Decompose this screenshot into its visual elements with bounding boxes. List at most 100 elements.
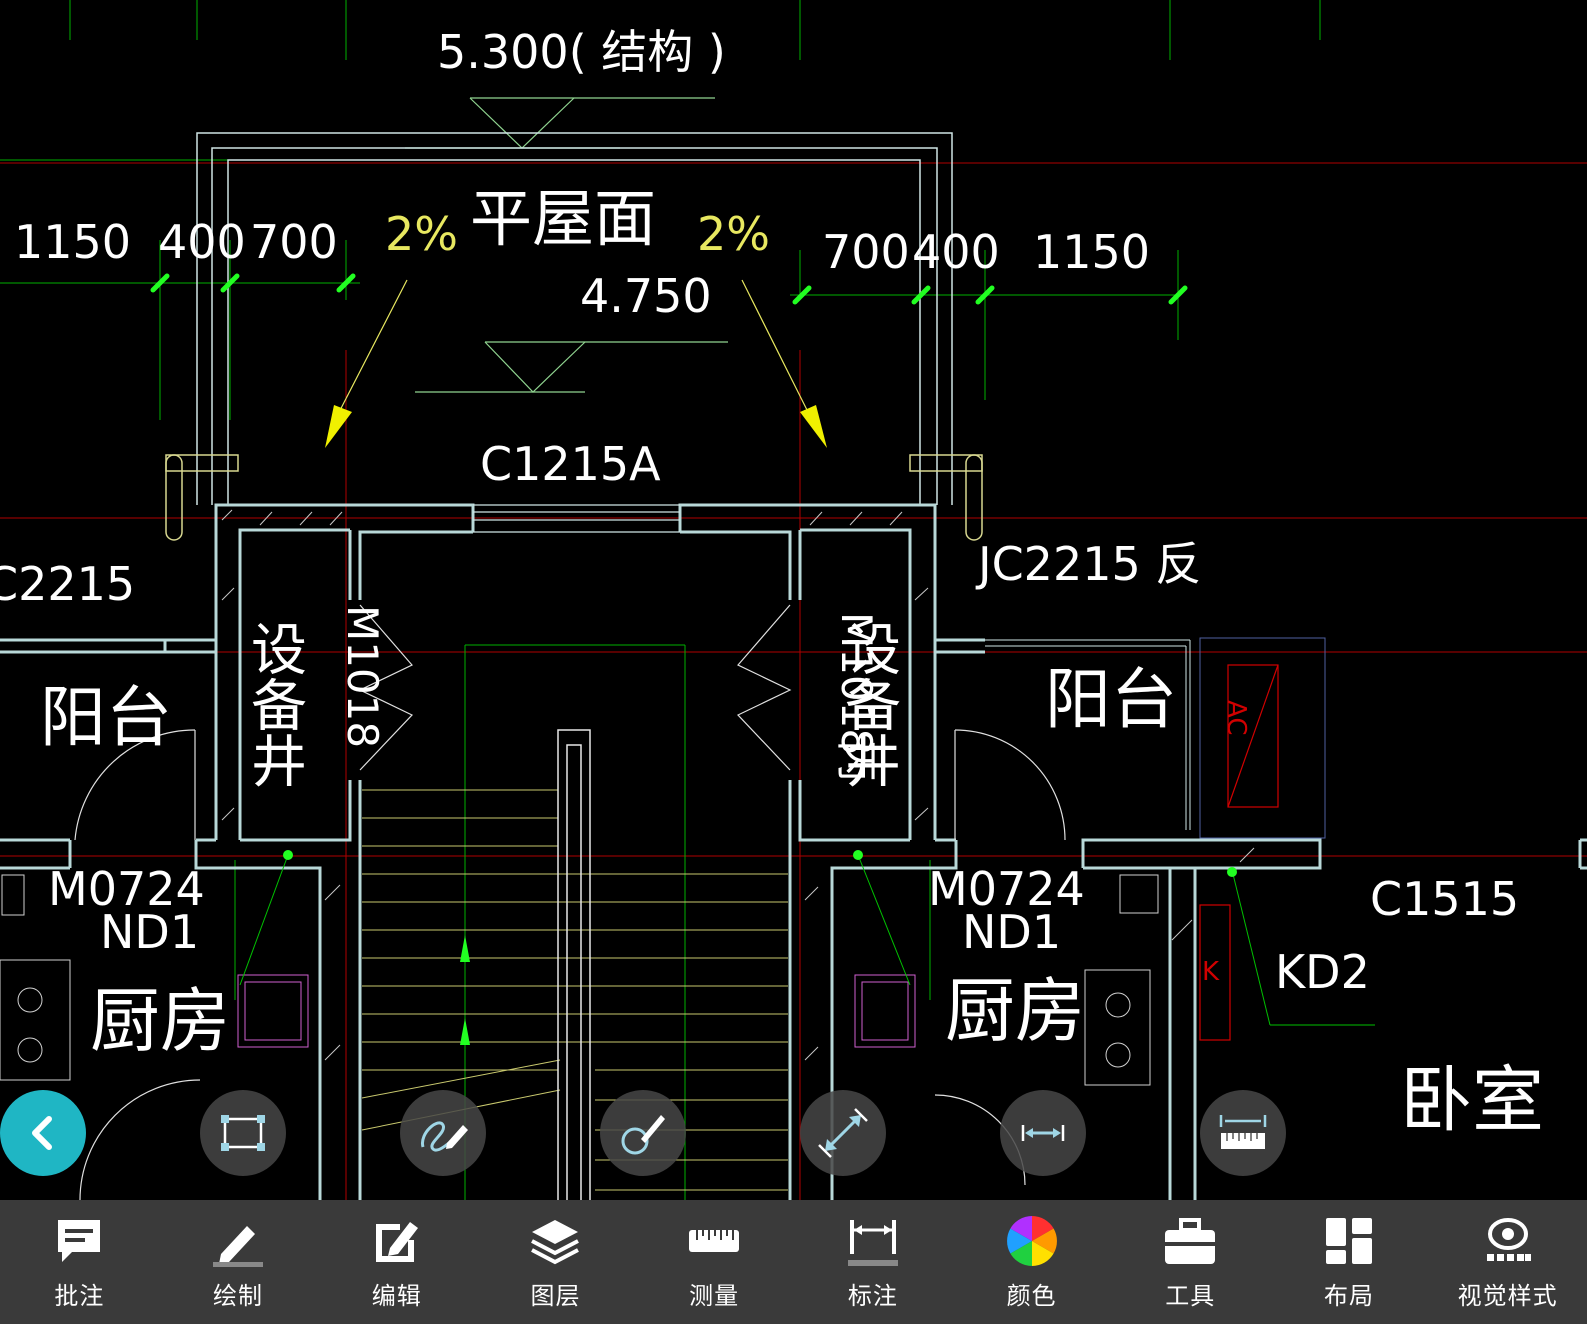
color-wheel-icon [1006,1215,1057,1266]
toolbar-measure-label: 测量 [689,1281,740,1310]
dim-right-3: 1150 [1033,225,1150,279]
drawing-text: 5.300( 结构 ) 平屋面 4.750 2% 2% 1150 400 700… [0,25,1544,1142]
ac-unit-label: AC [1221,700,1251,735]
stair-arrow-up [460,1018,470,1045]
wall-hatching [221,509,1255,1061]
kitchen-door-label-left: M0724 [48,862,205,916]
leader-dots [283,850,1237,877]
shaft-label-left: 设备井 [242,620,307,788]
toolbar-layers-label: 图层 [530,1281,581,1310]
balcony-rails [985,639,1191,830]
toolbox-icon [1165,1217,1216,1264]
elevation-top-label: 5.300( 结构 ) [437,25,726,79]
toolbar-edit[interactable]: 编辑 [317,1200,476,1324]
toolbar-color-label: 颜色 [1006,1281,1057,1310]
ac-unit [1199,664,1279,1041]
dimension-icon [847,1219,898,1266]
cad-drawing-canvas[interactable]: 5.300( 结构 ) 平屋面 4.750 2% 2% 1150 400 700… [0,0,1587,1200]
layout-icon [1325,1217,1372,1264]
roof-elevation-label: 4.750 [580,269,712,323]
toolbar-layout[interactable]: 布局 [1270,1200,1429,1324]
back-button[interactable] [0,1090,86,1176]
bedroom-label: 卧室 [1400,1058,1544,1142]
canvas-background [0,0,1587,1200]
layers-icon [531,1219,580,1264]
kitchen-door-label-right: M0724 [928,862,1085,916]
shaft-label-right: 设备井 [836,620,901,788]
visual-style-icon [1486,1217,1531,1261]
slope-label-left: 2% [385,207,458,261]
kitchen-cabinets [237,974,916,1048]
toolbar-comment[interactable]: 批注 [0,1200,159,1324]
roof-label: 平屋面 [470,182,656,255]
ruler-dimension-icon [1219,1115,1267,1149]
window-c1515-label: C1515 [1370,872,1519,926]
measure-ruler-button[interactable] [1200,1090,1286,1176]
linear-dimension-icon [1021,1125,1065,1141]
freehand-pen-icon [421,1121,468,1152]
slope-arrows [334,279,813,421]
shaft-door-label-left: M1018 [338,605,387,748]
kitchen-fixtures [0,874,1159,1086]
window-c1215a [473,504,680,533]
toolbar-comment-label: 批注 [54,1281,105,1310]
dim-left-2: 400 [158,215,246,269]
nd-label-right: ND1 [962,905,1061,959]
shaft-door-swings [358,604,792,771]
parapet-outline [196,132,953,505]
stair-handrail [557,729,591,1200]
chevron-left-icon [32,1116,52,1150]
red-axis-lines [0,162,1587,1200]
kd2-label: KD2 [1275,945,1370,999]
toolbar-layout-label: 布局 [1323,1281,1374,1310]
slope-label-right: 2% [697,207,770,261]
slope-arrowhead-left [325,405,352,448]
walls [0,503,1587,1200]
toolbar-tools-label: 工具 [1165,1281,1216,1310]
window-c1215a-label: C1215A [480,437,661,491]
stair-arrow-down [460,935,470,962]
toolbar-edit-label: 编辑 [371,1281,422,1310]
toolbar-visual-style-label: 视觉样式 [1457,1281,1558,1310]
slope-arrowhead-right [800,405,827,448]
shaft-door-label-right: M1018 [832,612,881,755]
edit-icon [375,1221,418,1262]
dim-right-2: 400 [912,225,1000,279]
rectangle-tool-button[interactable] [200,1090,286,1176]
balcony-label-right: 阳台 [1045,661,1177,738]
rectangle-select-icon [221,1115,265,1151]
kitchen-label-left: 厨房 [90,980,230,1062]
kitchen-label-right: 厨房 [945,970,1085,1052]
drain-pipes [165,454,983,541]
pencil-icon [213,1225,264,1267]
toolbar-tools[interactable]: 工具 [1111,1200,1270,1324]
toolbar-draw-label: 绘制 [213,1281,264,1310]
cloud-brush-icon [621,1115,665,1155]
dim-right-1: 700 [822,225,910,279]
dim-left-3: 700 [250,215,338,269]
toolbar-visual-style[interactable]: 视觉样式 [1428,1200,1587,1324]
freehand-tool-button[interactable] [400,1090,486,1176]
nd-label-left: ND1 [100,905,199,959]
shaft-door-sub-label: 丙 [832,740,881,782]
window-jc2215-label: JC2215 反 [975,537,1201,591]
toolbar-dimension[interactable]: 标注 [794,1200,953,1324]
toolbar-layers[interactable]: 图层 [476,1200,635,1324]
toolbar-color[interactable]: 颜色 [952,1200,1111,1324]
aligned-dimension-button[interactable] [800,1090,886,1176]
leader-lines [239,854,1375,1026]
dimension-ticks [150,273,1188,305]
linear-dimension-button[interactable] [1000,1090,1086,1176]
ac-frame [1199,637,1326,839]
window-c2215-label: C2215 [0,557,135,611]
toolbar-measure[interactable]: 测量 [635,1200,794,1324]
k-label: K [1202,957,1220,987]
toolbar-dimension-label: 标注 [847,1281,898,1310]
dim-left-1: 1150 [14,215,131,269]
stair-treads [361,789,788,1191]
cloud-tool-button[interactable] [600,1090,686,1176]
bottom-toolbar: 批注 绘制 编辑 图层 测量 [0,1200,1587,1324]
comment-icon [58,1219,101,1262]
ruler-icon [689,1229,740,1252]
toolbar-draw[interactable]: 绘制 [159,1200,318,1324]
